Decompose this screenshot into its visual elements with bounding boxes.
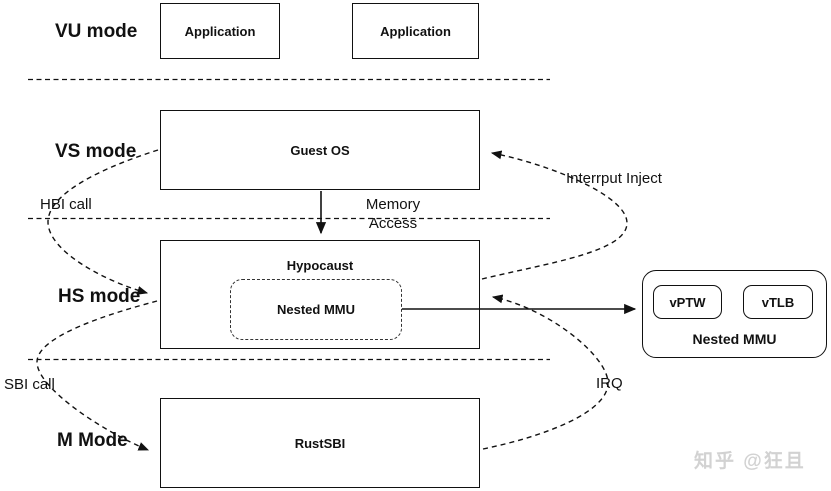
vtlb-box: vTLB <box>743 285 813 319</box>
mode-label-vu: VU mode <box>55 21 138 42</box>
watermark: 知乎 @狂且 <box>694 451 806 472</box>
hypocaust-box: Hypocaust <box>160 240 480 349</box>
sbi-call-arrow <box>36 300 158 451</box>
memory-access-label: Memory Access <box>365 196 421 232</box>
sbi-call-label: SBI call <box>4 376 55 393</box>
application-box-2: Application <box>352 3 479 59</box>
interrupt-inject-label: Interrput Inject <box>566 170 662 187</box>
irq-arrow <box>482 294 609 450</box>
hypocaust-label: Hypocaust <box>286 258 354 273</box>
nested-mmu-unit-box: vPTW vTLB Nested MMU <box>642 270 827 358</box>
vptw-box: vPTW <box>653 285 722 319</box>
hbi-call-arrow <box>47 149 159 295</box>
guest-os-box: Guest OS <box>160 110 480 190</box>
irq-label: IRQ <box>596 375 623 392</box>
hbi-call-label: HBI call <box>40 196 92 213</box>
mode-label-vs: VS mode <box>55 141 137 162</box>
nested-mmu-inner-box: Nested MMU <box>230 279 402 340</box>
nested-mmu-unit-label: Nested MMU <box>692 331 777 347</box>
rustsbi-box: RustSBI <box>160 398 480 488</box>
mode-label-hs: HS mode <box>58 286 141 307</box>
mode-label-m: M Mode <box>57 430 128 451</box>
application-box-1: Application <box>160 3 280 59</box>
